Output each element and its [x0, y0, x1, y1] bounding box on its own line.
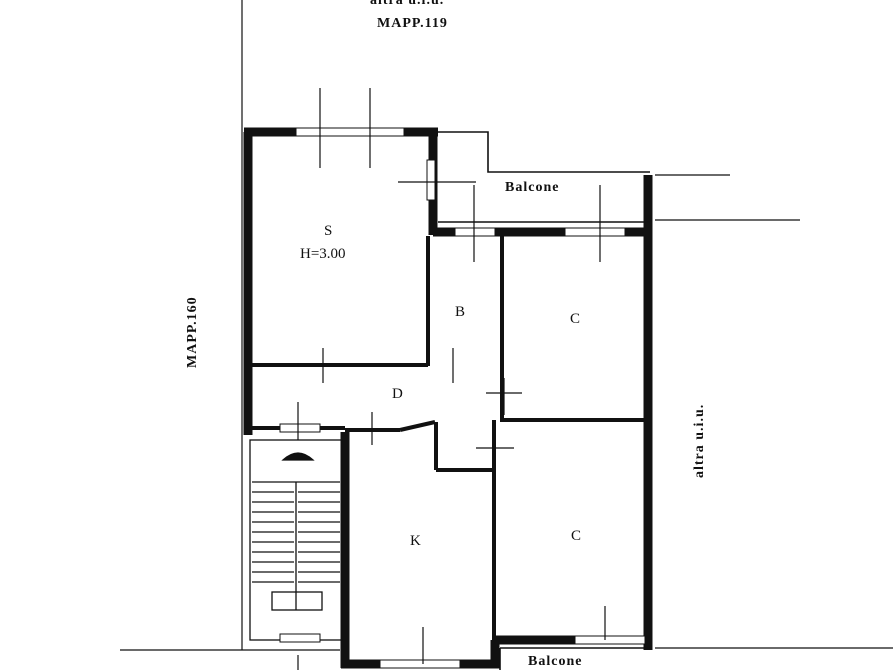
room-height-label: H=3.00 — [300, 246, 346, 262]
balcony-top-label: Balcone — [505, 180, 560, 195]
left-parcel-label: MAPP.160 — [185, 296, 200, 368]
exterior-walls — [243, 127, 653, 669]
window-openings — [279, 127, 646, 669]
reference-axis-marks — [297, 88, 606, 670]
balconies — [438, 131, 652, 670]
room-corridor-label: D — [392, 386, 403, 402]
right-other-unit-label: altra u.i.u. — [692, 403, 707, 478]
staircase — [249, 439, 343, 641]
site-boundary-lines — [120, 0, 893, 651]
room-bedroom-bottom-label: C — [571, 528, 582, 544]
room-bath-label: B — [455, 304, 466, 320]
room-kitchen-label: K — [410, 533, 421, 549]
interior-walls — [252, 236, 648, 640]
top-parcel-label: MAPP.119 — [377, 16, 448, 31]
room-living-label: S — [324, 223, 333, 239]
top-other-unit-label: altra u.i.u. — [370, 0, 445, 8]
room-bedroom-top-label: C — [570, 311, 581, 327]
balcony-bottom-label: Balcone — [528, 654, 583, 669]
